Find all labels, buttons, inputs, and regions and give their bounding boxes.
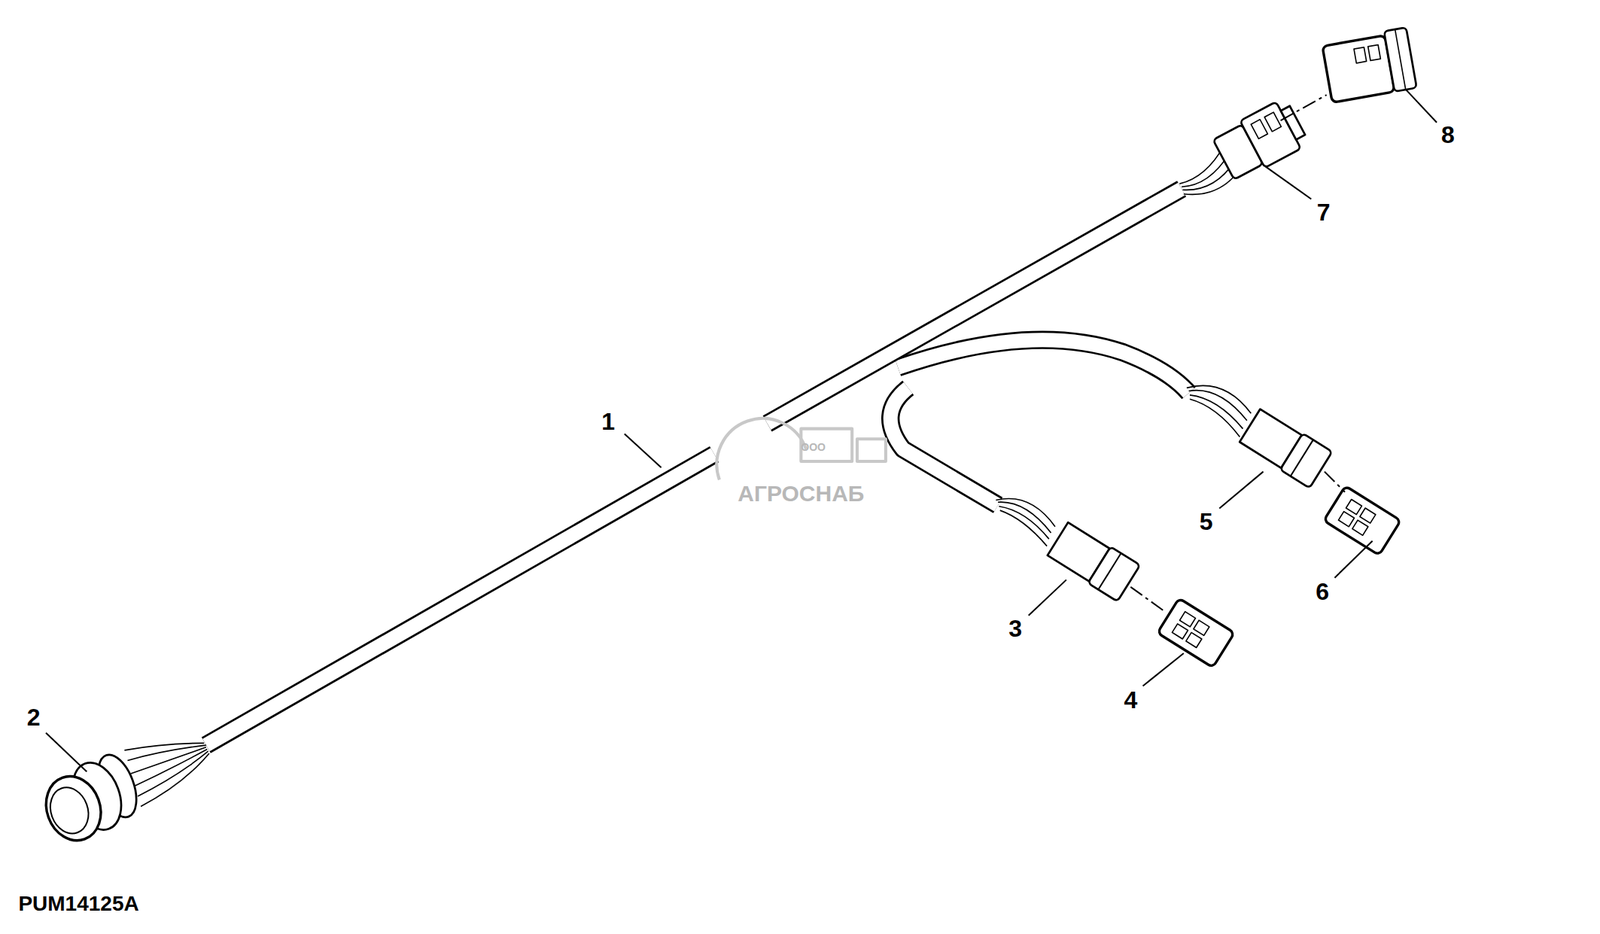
callout-number: 4 <box>1123 687 1138 712</box>
watermark: АГРОСНАБ <box>737 482 864 505</box>
figure-code: PUM14125A <box>18 893 139 915</box>
callout-number: 3 <box>1008 616 1023 641</box>
callout-number: 7 <box>1317 200 1331 225</box>
callout-number: 1 <box>601 409 615 434</box>
callout-number: 5 <box>1199 509 1214 534</box>
callout-number: 2 <box>27 705 41 730</box>
callout-number: 8 <box>1441 122 1455 147</box>
watermark: ООО <box>800 441 826 453</box>
callout-number: 6 <box>1315 579 1330 604</box>
